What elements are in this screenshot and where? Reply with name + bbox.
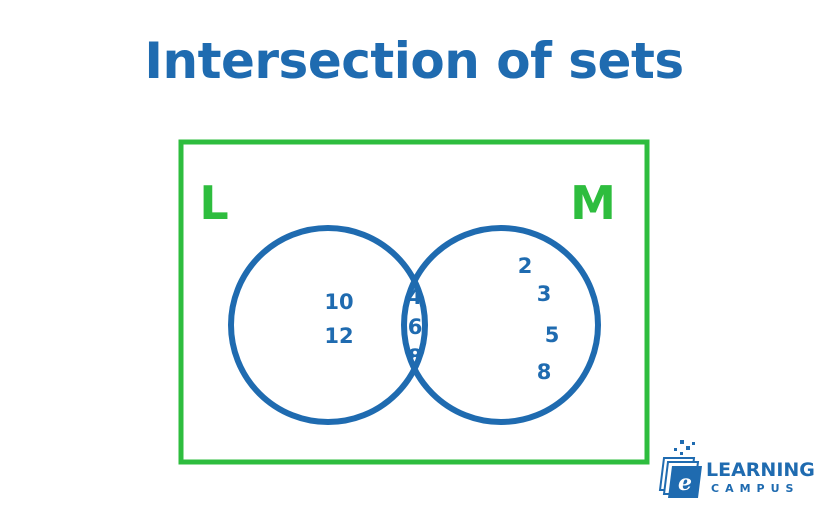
logo-letter: e — [678, 470, 692, 496]
intersection-element: 4 — [408, 285, 423, 309]
right-element: 3 — [537, 282, 552, 306]
intersection-element: 6 — [408, 315, 423, 339]
diagram-title: Intersection of sets — [144, 32, 683, 90]
logo-pixel-icon — [674, 440, 695, 455]
universal-set-box — [178, 139, 650, 465]
right-element: 2 — [518, 254, 533, 278]
elearning-campus-logo: e LEARNING CAMPUS — [658, 440, 815, 498]
intersection-element: 8 — [408, 345, 423, 369]
set-m-circle — [401, 225, 601, 425]
logo-main-text: LEARNING — [706, 459, 815, 481]
set-l-circle — [228, 225, 428, 425]
left-element: 10 — [324, 290, 353, 314]
set-label-m: M — [570, 176, 616, 230]
logo-book-icon: e — [658, 457, 702, 498]
right-element: 5 — [545, 323, 560, 347]
set-label-l: L — [199, 176, 228, 230]
logo-sub-text: CAMPUS — [711, 482, 799, 495]
left-element: 12 — [324, 324, 353, 348]
right-element: 8 — [537, 360, 552, 384]
